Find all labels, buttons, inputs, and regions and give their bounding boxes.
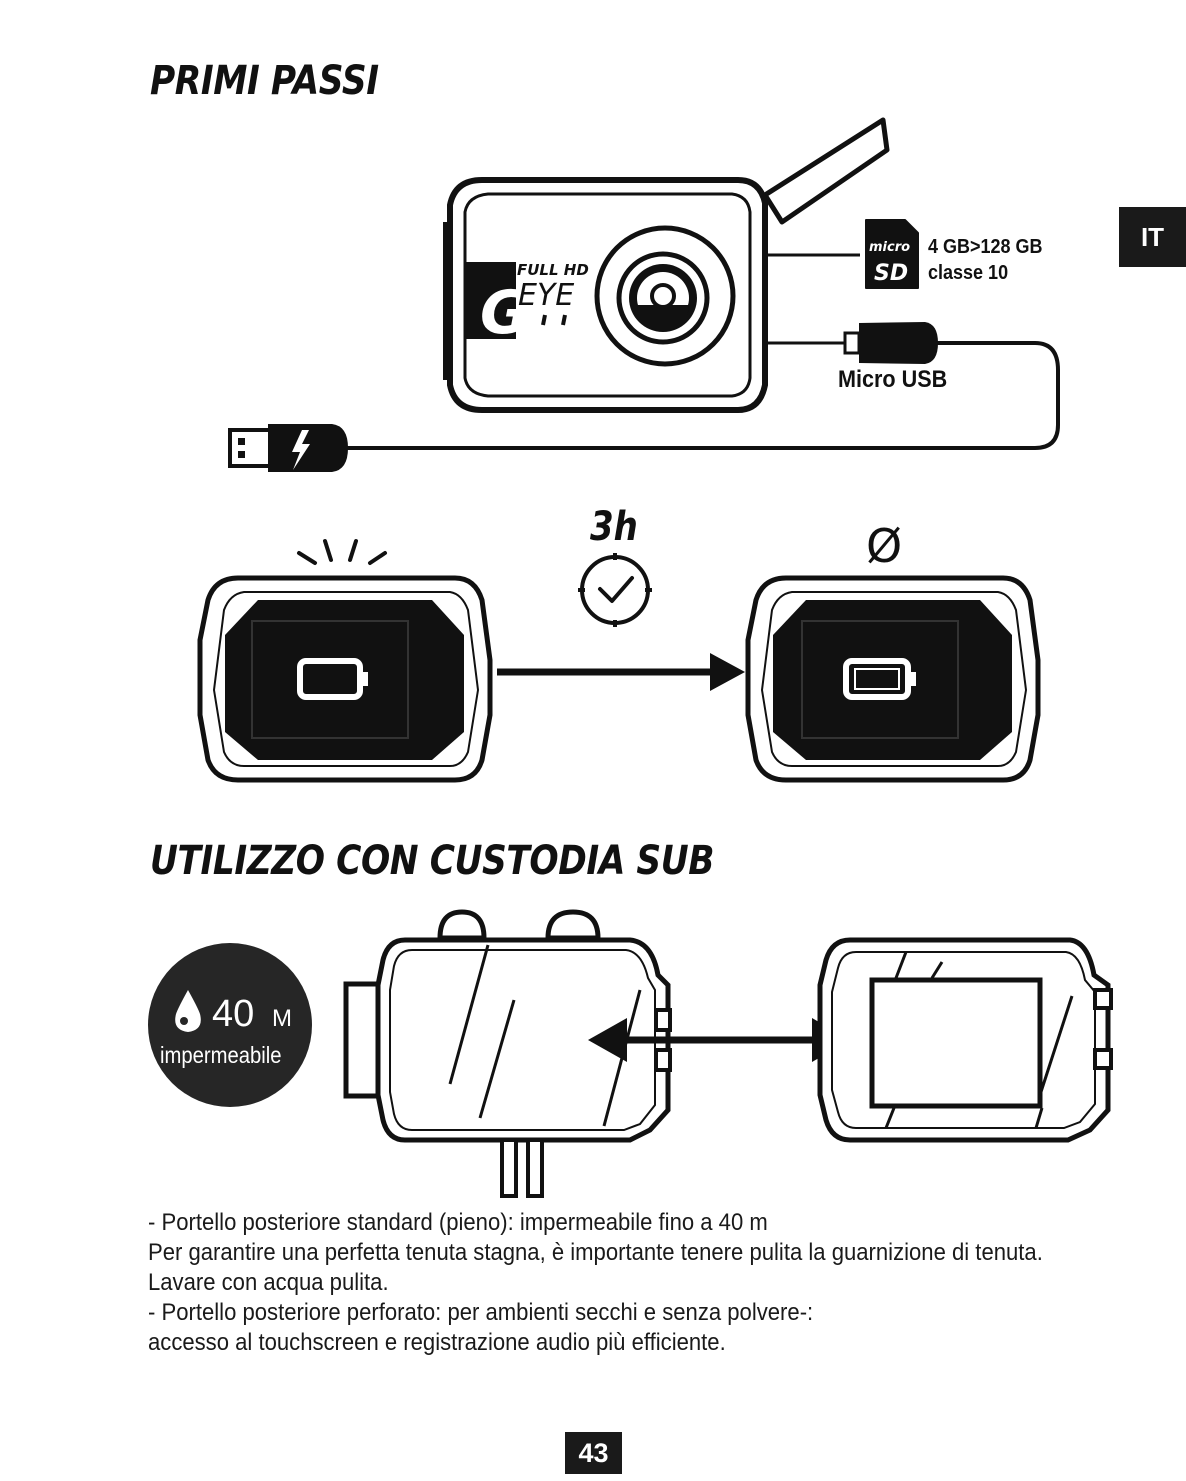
camera-brand-line1: FULL HD [517, 261, 589, 279]
charging-camera-left [197, 539, 493, 783]
instruction-wash: Lavare con acqua pulita. [148, 1269, 389, 1296]
clock-check-icon [578, 553, 652, 627]
camera-logo-letter: G [480, 278, 529, 348]
sd-class-label: classe 10 [928, 262, 1009, 284]
lightning-icon [292, 430, 310, 470]
usb-cable [228, 322, 1060, 472]
charge-duration: 3h [590, 503, 638, 549]
section-title-getting-started: PRIMI PASSI [150, 58, 379, 104]
instructions-text: - Portello posteriore standard (pieno): … [148, 1208, 1113, 1358]
instruction-perforated-door: - Portello posteriore perforato: per amb… [148, 1299, 814, 1326]
battery-empty-icon [297, 658, 363, 700]
sd-capacity-label: 4 GB>128 GB [928, 236, 1043, 258]
micro-usb-label: Micro USB [838, 366, 948, 393]
micro-sd-card-icon: micro SD [865, 219, 919, 289]
instruction-touchscreen: accesso al touchscreen e registrazione a… [148, 1329, 726, 1356]
svg-text:micro: micro [869, 240, 910, 255]
housing-front [343, 909, 672, 1198]
charging-arrow [497, 653, 745, 691]
instruction-seal: Per garantire una perfetta tenuta stagna… [148, 1239, 1043, 1266]
no-light-symbol: Ø [866, 519, 902, 573]
svg-text:SD: SD [874, 261, 908, 286]
waterproof-label: impermeabile [160, 1042, 282, 1068]
language-tab: IT [1119, 207, 1186, 267]
section-title-underwater-housing: UTILIZZO CON CUSTODIA SUB [150, 838, 715, 884]
camera-illustration: G FULL HD EYE [443, 117, 890, 413]
page-number: 43 [565, 1432, 622, 1474]
charged-camera-right [745, 575, 1041, 783]
waterproof-badge [148, 943, 312, 1107]
battery-full-icon [843, 658, 911, 700]
housing-back-door [817, 937, 1113, 1143]
waterproof-depth-unit: M [272, 1005, 292, 1032]
waterproof-depth-value: 40 [212, 993, 255, 1035]
camera-brand-line2: EYE [518, 278, 574, 313]
instruction-standard-door: - Portello posteriore standard (pieno): … [148, 1209, 768, 1236]
